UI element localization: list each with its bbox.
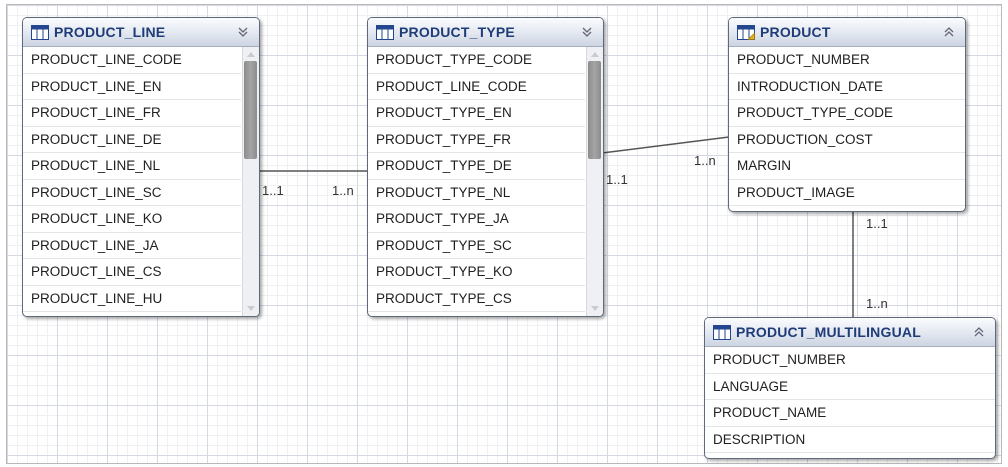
- column-list: PRODUCT_LINE_CODE PRODUCT_LINE_EN PRODUC…: [23, 47, 259, 316]
- scroll-down-arrow-icon[interactable]: [245, 304, 257, 314]
- vertical-scrollbar[interactable]: [586, 47, 603, 316]
- vertical-scrollbar[interactable]: [242, 47, 259, 316]
- column-row[interactable]: PRODUCT_LINE_HU: [23, 286, 241, 312]
- column-row[interactable]: PRODUCT_LINE_FR: [23, 100, 241, 127]
- scroll-down-arrow-icon[interactable]: [589, 304, 601, 314]
- column-row[interactable]: MARGIN: [729, 153, 965, 180]
- table-card-product-multilingual[interactable]: PRODUCT_MULTILINGUAL PRODUCT_NUMBER LANG…: [704, 317, 996, 459]
- column-row[interactable]: PRODUCT_LINE_CS: [23, 259, 241, 286]
- column-row[interactable]: LANGUAGE: [705, 374, 995, 400]
- table-header[interactable]: PRODUCT_LINE: [23, 18, 259, 47]
- column-row[interactable]: INTRODUCTION_DATE: [729, 74, 965, 100]
- table-icon: [713, 325, 731, 340]
- cardinality-label: 1..1: [262, 183, 284, 198]
- table-card-product[interactable]: PRODUCT PRODUCT_NUMBER INTRODUCTION_DATE…: [728, 17, 966, 212]
- table-icon: [31, 25, 49, 40]
- scrollbar-thumb[interactable]: [588, 61, 601, 159]
- cardinality-label: 1..1: [866, 216, 888, 231]
- column-row[interactable]: PRODUCT_LINE_JA: [23, 233, 241, 259]
- expand-chevron-up-icon[interactable]: [973, 326, 985, 338]
- table-header[interactable]: PRODUCT_TYPE: [368, 18, 603, 47]
- column-row[interactable]: PRODUCT_TYPE_CS: [368, 286, 585, 312]
- column-row[interactable]: PRODUCT_TYPE_SC: [368, 233, 585, 259]
- column-row[interactable]: PRODUCTION_COST: [729, 127, 965, 153]
- column-row[interactable]: PRODUCT_LINE_EN: [23, 74, 241, 100]
- column-row[interactable]: PRODUCT_TYPE_EN: [368, 100, 585, 127]
- column-list: PRODUCT_TYPE_CODE PRODUCT_LINE_CODE PROD…: [368, 47, 603, 316]
- collapse-chevron-down-icon[interactable]: [581, 26, 593, 38]
- column-row[interactable]: PRODUCT_NUMBER: [705, 347, 995, 374]
- cardinality-label: 1..1: [606, 172, 628, 187]
- column-row[interactable]: PRODUCT_TYPE_JA: [368, 206, 585, 233]
- column-list: PRODUCT_NUMBER INTRODUCTION_DATE PRODUCT…: [729, 47, 965, 211]
- column-row[interactable]: PRODUCT_LINE_CODE: [368, 74, 585, 100]
- scroll-up-arrow-icon[interactable]: [589, 49, 601, 59]
- column-row[interactable]: PRODUCT_LINE_SC: [23, 180, 241, 206]
- column-row[interactable]: PRODUCT_TYPE_KO: [368, 259, 585, 286]
- table-title: PRODUCT: [760, 24, 831, 40]
- scrollbar-thumb[interactable]: [244, 61, 257, 159]
- column-row[interactable]: PRODUCT_IMAGE: [729, 180, 965, 206]
- table-header[interactable]: PRODUCT_MULTILINGUAL: [705, 318, 995, 347]
- column-row[interactable]: PRODUCT_LINE_NL: [23, 153, 241, 180]
- column-row[interactable]: PRODUCT_LINE_CODE: [23, 47, 241, 74]
- cardinality-label: 1..n: [332, 183, 354, 198]
- table-card-product-line[interactable]: PRODUCT_LINE PRODUCT_LINE_CODE PRODUCT_L…: [22, 17, 260, 317]
- table-title: PRODUCT_TYPE: [399, 24, 515, 40]
- cardinality-label: 1..n: [866, 296, 888, 311]
- cardinality-label: 1..n: [694, 153, 716, 168]
- table-icon: [376, 25, 394, 40]
- column-row[interactable]: PRODUCT_TYPE_FR: [368, 127, 585, 153]
- table-title: PRODUCT_MULTILINGUAL: [736, 324, 921, 340]
- column-row[interactable]: DESCRIPTION: [705, 427, 995, 453]
- column-row[interactable]: PRODUCT_TYPE_NL: [368, 180, 585, 206]
- column-row[interactable]: PRODUCT_NAME: [705, 400, 995, 427]
- table-icon: [737, 25, 755, 40]
- column-row[interactable]: PRODUCT_LINE_KO: [23, 206, 241, 233]
- column-row[interactable]: PRODUCT_TYPE_DE: [368, 153, 585, 180]
- table-header[interactable]: PRODUCT: [729, 18, 965, 47]
- column-row[interactable]: PRODUCT_TYPE_CODE: [368, 47, 585, 74]
- table-card-product-type[interactable]: PRODUCT_TYPE PRODUCT_TYPE_CODE PRODUCT_L…: [367, 17, 604, 317]
- column-row[interactable]: PRODUCT_LINE_DE: [23, 127, 241, 153]
- collapse-chevron-down-icon[interactable]: [237, 26, 249, 38]
- expand-chevron-up-icon[interactable]: [943, 26, 955, 38]
- column-list: PRODUCT_NUMBER LANGUAGE PRODUCT_NAME DES…: [705, 347, 995, 458]
- table-title: PRODUCT_LINE: [54, 24, 166, 40]
- column-row[interactable]: PRODUCT_TYPE_CODE: [729, 100, 965, 127]
- scroll-up-arrow-icon[interactable]: [245, 49, 257, 59]
- column-row[interactable]: PRODUCT_NUMBER: [729, 47, 965, 74]
